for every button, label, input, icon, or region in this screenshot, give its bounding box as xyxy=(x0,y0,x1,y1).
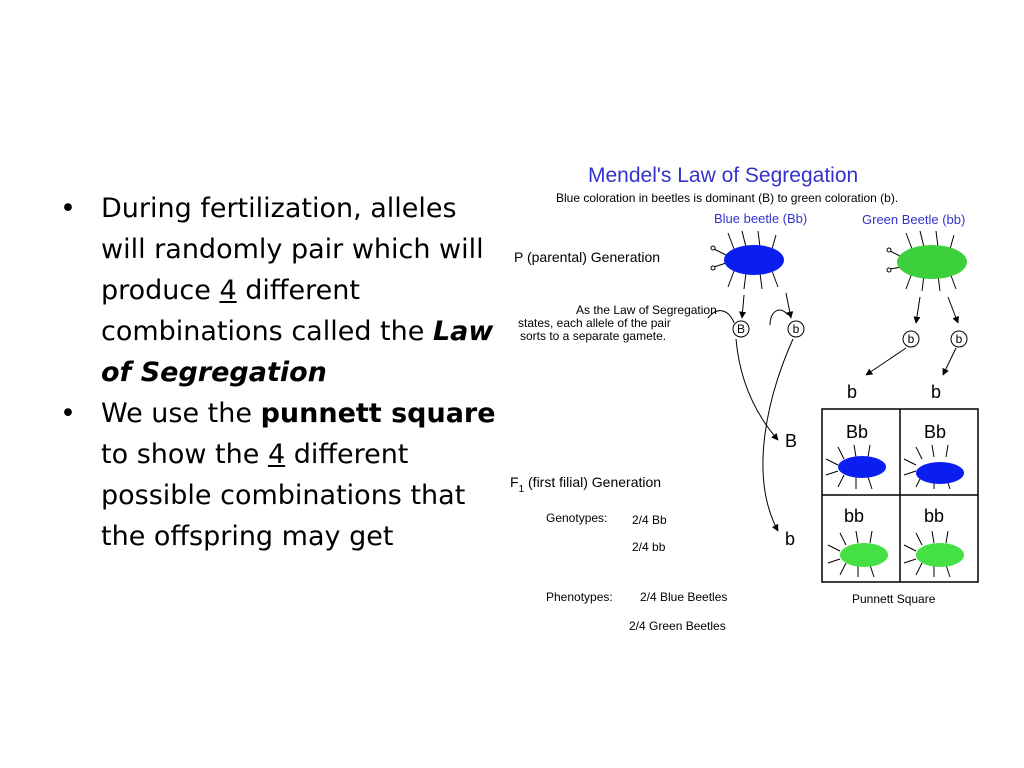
diagram-subtitle: Blue coloration in beetles is dominant (… xyxy=(556,191,898,205)
offspring-green-beetle-1 xyxy=(827,530,888,578)
gamete-b-label: b xyxy=(793,322,800,336)
genotype-bb-upper: 2/4 Bb xyxy=(632,513,667,527)
bullet-dot: • xyxy=(60,398,76,429)
blue-parent-beetle xyxy=(710,230,784,290)
offspring-blue-beetle-1 xyxy=(825,444,886,490)
gamete-b-green-1-label: b xyxy=(908,332,915,346)
phenotype-green: 2/4 Green Beetles xyxy=(629,619,726,633)
law-of-segregation-term: Law of Segregation xyxy=(101,316,494,388)
punnett-square-term: punnett square xyxy=(260,398,496,429)
parent-blue-label: Blue beetle (Bb) xyxy=(714,211,807,226)
bullet-1-text: During fertilization, alleles will rando… xyxy=(101,193,484,306)
offspring-blue-beetle-2 xyxy=(903,444,964,490)
grid-col-2-allele: b xyxy=(931,382,941,402)
green-parent-beetle xyxy=(886,230,967,292)
gamete-B-label: B xyxy=(737,322,745,336)
diagram-title: Mendel's Law of Segregation xyxy=(588,164,858,187)
phenotype-blue: 2/4 Blue Beetles xyxy=(640,590,727,604)
bullet-dot: • xyxy=(60,193,76,224)
law-note-line-3: sorts to a separate gamete. xyxy=(520,329,666,343)
law-note-line-1: As the Law of Segregation xyxy=(576,303,717,317)
grid-row-2-allele: b xyxy=(785,529,795,549)
grid-cell-top-right-genotype: Bb xyxy=(924,422,946,442)
bullet-2-text-cont: to show the xyxy=(101,439,268,470)
bullet-2-text-end: different possible combinations that the… xyxy=(101,439,466,552)
bullet-2-number: 4 xyxy=(267,439,286,470)
genotype-bb-lower: 2/4 bb xyxy=(632,540,666,554)
grid-col-1-allele: b xyxy=(847,382,857,402)
grid-cell-top-left-genotype: Bb xyxy=(846,422,868,442)
bullet-item-fertilization: • During fertilization, alleles will ran… xyxy=(58,188,498,393)
parent-green-label: Green Beetle (bb) xyxy=(862,212,965,227)
offspring-green-beetle-2 xyxy=(903,530,964,578)
bullet-1-text-cont: different combinations called the xyxy=(101,275,433,347)
p-generation-label: P (parental) Generation xyxy=(514,249,660,265)
grid-cell-bottom-left-genotype: bb xyxy=(844,506,864,526)
parent-gamete-arrows xyxy=(707,292,960,326)
bullet-1-number: 4 xyxy=(219,275,237,306)
f1-generation-label: F1 (first filial) Generation xyxy=(510,474,661,495)
gamete-circles: B b b b xyxy=(732,320,968,348)
phenotypes-label: Phenotypes: xyxy=(546,590,613,604)
diagram-svg: Mendel's Law of Segregation Blue colorat… xyxy=(510,164,979,633)
bullet-list: • During fertilization, alleles will ran… xyxy=(58,188,498,557)
mendel-segregation-diagram: Mendel's Law of Segregation Blue colorat… xyxy=(508,155,1008,645)
gamete-b-green-2-label: b xyxy=(956,332,963,346)
grid-row-1-allele: B xyxy=(785,431,797,451)
bullet-2-text: We use the xyxy=(101,398,261,429)
grid-cell-bottom-right-genotype: bb xyxy=(924,506,944,526)
segregation-arrows xyxy=(735,338,957,532)
punnett-square-caption: Punnett Square xyxy=(852,592,936,606)
genotypes-label: Genotypes: xyxy=(546,511,607,525)
law-note-line-2: states, each allele of the pair xyxy=(518,316,671,330)
bullet-item-punnett: • We use the punnett square to show the … xyxy=(58,393,498,557)
